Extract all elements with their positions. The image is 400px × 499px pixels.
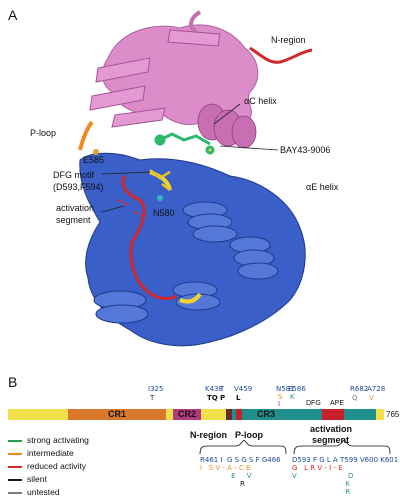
domain-cr2 [173,409,201,420]
n-region-label: N-region [271,35,306,45]
n-region-domain-label: N-region [190,430,227,440]
mut-t439: T [220,385,225,393]
mut-n581-sub: S [278,393,283,401]
legend-row: untested [8,488,60,497]
legend-label: reduced activity [27,461,87,471]
mut-a728: A728 [367,385,386,393]
legend-label: silent [27,474,47,484]
activation-sub4: R [292,488,351,496]
n-lobe [89,10,259,128]
mut-p: P [220,394,226,402]
mut-e586: E586 [288,385,306,393]
n-region-mark [226,409,232,420]
panel-a-letter: A [8,7,18,23]
mut-a728-sub: V [369,394,374,402]
mut-e586-sub: K [290,393,295,401]
mut-k438: K438 [205,385,223,393]
p-loop-label: P-loop [30,128,57,138]
n-region-loop [249,46,313,64]
mut-tq: TQ [207,394,218,402]
mut-v459: V459 [234,385,253,393]
ploop-bracket [199,440,391,455]
activation-segment-label-2: segment [56,215,91,225]
legend-label: intermediate [27,448,74,458]
legend-label: untested [27,487,60,497]
protein-end-number: 765 [386,410,400,419]
legend-row: reduced activity [8,462,86,471]
cr3-label: CR3 [256,409,275,419]
domain-cr1 [68,409,166,420]
activation-sub3: K [292,480,350,488]
legend-label: strong activating [27,435,89,445]
dfg-motif-sticks [149,169,171,191]
panel-b-letter: B [8,374,18,390]
mut-i325: I325 [148,385,164,393]
cr1-label: CR1 [107,409,126,419]
legend-row: strong activating [8,436,89,445]
mut-v459-sub: L [236,394,241,402]
dfg-motif-label-1: DFG motif [53,170,95,180]
activation-sub1: G L R V - I - E [292,464,343,472]
domain-cr3 [226,409,376,420]
dfg-motif-label-2: (D593,F594) [53,182,104,192]
activation-sequence: D593 F G L A T599 V600 K601 [292,456,399,464]
mut-i325-sub: T [150,394,155,402]
e585-label: E585 [83,155,105,165]
activation-domain-label-1: activation [310,424,353,434]
legend-swatch [8,465,22,468]
ape-label: APE [330,400,345,407]
activation-domain-label-2: segment [312,435,350,445]
leader-lines [101,103,279,213]
mut-r682-sub: Q [352,394,358,402]
kinase-structure-ribbon [78,10,313,347]
legend-row: intermediate [8,449,74,458]
legend-row: silent [8,475,47,484]
ploop-sub3: R [200,480,245,488]
ac-helix-label: αC helix [244,96,277,106]
activation-segment [121,175,177,300]
mut-n581: N581 [276,385,295,393]
legend-swatch [8,452,22,455]
ploop-sub2: E V [200,472,252,480]
dfg-label: DFG [306,400,321,407]
bay43-9006-label: BAY43-9006 [280,145,331,155]
p-loop [78,120,94,151]
p-loop-domain-label: P-loop [235,430,263,440]
n580-label: N580 [153,208,175,218]
legend-swatch [8,491,22,494]
legend-swatch [8,478,22,481]
activation-sub2: V D [292,472,354,480]
activation-segment-mark [322,409,344,420]
mut-r682: R682 [350,385,369,393]
mut-n581-sub2: I [278,400,281,408]
ae-helix-label: αE helix [306,182,339,192]
ploop-sub1: I S V - A - C E [200,464,251,472]
c-lobe [79,152,306,347]
activation-segment-label-1: activation [56,203,95,213]
cr2-label: CR2 [177,409,196,419]
bay43-9006-ligand [154,132,215,155]
legend-swatch [8,439,22,442]
p-loop-mark [236,409,242,420]
ploop-sequence: R461 I G S G S F G466 [200,456,281,464]
